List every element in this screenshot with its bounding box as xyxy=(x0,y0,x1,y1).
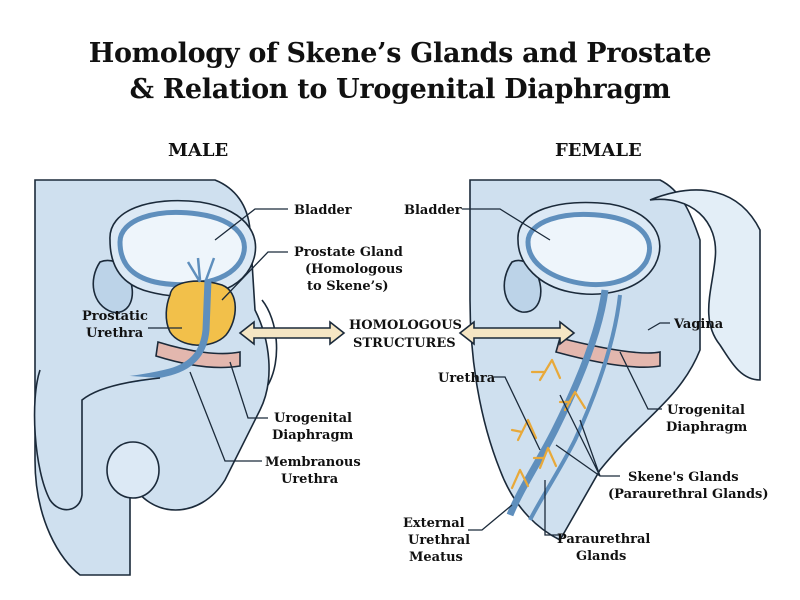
male-rectum xyxy=(261,299,278,386)
label-prostate-line-3: to Skene’s) xyxy=(307,279,389,294)
label-urethra: Urethra xyxy=(438,371,496,386)
label-female-bladder: Bladder xyxy=(404,203,462,218)
label-homologous-line-2: STRUCTURES xyxy=(353,336,456,351)
label-membranous-urethra-line-2: Urethra xyxy=(281,472,339,487)
penis xyxy=(33,369,161,511)
label-skenes-glands-line-2: (Paraurethral Glands) xyxy=(608,487,769,502)
skenes-glands xyxy=(510,358,587,490)
diagram-title-line-1: Homology of Skene’s Glands and Prostate xyxy=(88,38,712,69)
label-prostatic-urethra-line-1: Prostatic xyxy=(82,309,148,324)
label-external-meatus-line-1: External xyxy=(403,516,465,531)
vagina xyxy=(649,189,761,381)
female-anatomy xyxy=(469,179,761,542)
label-paraurethral-glands-line-2: Glands xyxy=(576,549,626,564)
vaginal-canal xyxy=(528,294,622,521)
label-male-bladder: Bladder xyxy=(294,203,352,218)
male-labels: Bladder Prostate Gland (Homologous to Sk… xyxy=(82,203,403,487)
right-double-arrow xyxy=(458,320,576,346)
male-anatomy xyxy=(33,179,278,576)
label-female-diaphragm-line-2: Diaphragm xyxy=(666,420,748,435)
label-male-diaphragm-line-2: Diaphragm xyxy=(272,428,354,443)
prostate-gland xyxy=(165,280,236,346)
label-prostate-line-1: Prostate Gland xyxy=(294,245,403,260)
label-vagina: Vagina xyxy=(673,317,724,332)
label-skenes-glands-line-1: Skene's Glands xyxy=(628,470,739,485)
testis xyxy=(106,441,160,499)
label-external-meatus-line-3: Meatus xyxy=(409,550,463,565)
center-labels: HOMOLOGOUS STRUCTURES xyxy=(349,318,462,351)
homology-arrows xyxy=(238,320,576,346)
label-membranous-urethra-line-1: Membranous xyxy=(265,455,361,470)
label-paraurethral-glands-line-1: Paraurethral xyxy=(557,532,650,547)
label-prostate-line-2: (Homologous xyxy=(305,262,403,277)
label-external-meatus-line-2: Urethral xyxy=(408,533,470,548)
diagram-title-line-2: & Relation to Urogenital Diaphragm xyxy=(129,74,671,105)
label-prostatic-urethra-line-2: Urethra xyxy=(86,326,144,341)
female-bladder-lumen xyxy=(525,211,652,287)
female-labels: Bladder Vagina Urethra Urogenital Diaphr… xyxy=(403,203,769,565)
male-bladder-lumen xyxy=(117,209,247,288)
label-homologous-line-1: HOMOLOGOUS xyxy=(349,318,462,333)
label-female-diaphragm-line-1: Urogenital xyxy=(667,403,745,418)
leader-lines xyxy=(148,208,670,536)
label-male-diaphragm-line-1: Urogenital xyxy=(274,411,352,426)
female-heading: FEMALE xyxy=(555,140,642,161)
left-double-arrow xyxy=(238,320,346,346)
female-urethra xyxy=(506,289,609,517)
male-heading: MALE xyxy=(168,140,229,161)
